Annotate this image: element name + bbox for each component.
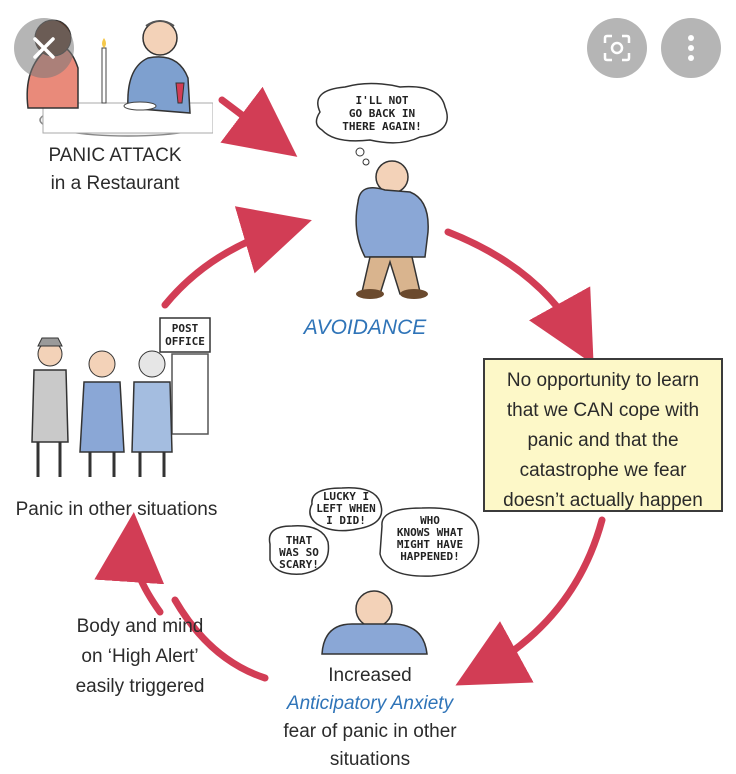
- high-alert-line3: easily triggered: [75, 676, 205, 697]
- arrow-other-to-avoidance: [161, 206, 312, 309]
- panic-attack-subtitle: in a Restaurant: [50, 173, 180, 194]
- other-situations-label: Panic in other situations: [15, 499, 218, 520]
- post-office-sign-line2: OFFICE: [165, 335, 205, 348]
- bubble-lucky-line2: LEFT WHEN: [316, 502, 376, 515]
- box-line-2: that we CAN cope with: [506, 400, 700, 421]
- bubble-who-line4: HAPPENED!: [400, 550, 460, 563]
- no-opportunity-box: No opportunity to learn that we CAN cope…: [483, 358, 723, 512]
- anticipatory-line2: Anticipatory Anxiety: [286, 693, 454, 714]
- avoidance-label: AVOIDANCE: [303, 316, 427, 339]
- lens-icon: [603, 34, 631, 62]
- panic-attack-label: PANIC ATTACK in a Restaurant: [30, 142, 200, 198]
- anticipatory-line4: situations: [329, 749, 411, 770]
- avoidance-bubble-line3: THERE AGAIN!: [342, 120, 421, 133]
- post-office-illustration: POST OFFICE: [31, 317, 211, 477]
- more-vertical-icon: [688, 35, 694, 61]
- bubble-lucky-line3: I DID!: [326, 514, 366, 527]
- arrow-anticipatory-to-highalert: [171, 596, 269, 682]
- arrow-restaurant-to-avoidance: [218, 86, 298, 157]
- post-office-sign-line1: POST: [172, 322, 199, 335]
- bubble-who-line1: WHO: [420, 514, 440, 527]
- anticipatory-label: Increased Anticipatory Anxiety fear of p…: [250, 662, 490, 774]
- arrow-avoidance-to-box: [444, 228, 594, 365]
- bubble-scary-line1: THAT: [286, 534, 313, 547]
- anticipatory-line1: Increased: [328, 665, 412, 686]
- box-line-4: catastrophe we fear: [519, 460, 687, 481]
- close-button[interactable]: [14, 18, 74, 78]
- anticipatory-line3: fear of panic in other: [283, 721, 457, 742]
- avoidance-bubble-line2: GO BACK IN: [349, 107, 415, 120]
- high-alert-line2: on ‘High Alert’: [81, 646, 199, 667]
- bubble-who-line3: MIGHT HAVE: [397, 538, 463, 551]
- box-line-5: doesn’t actually happen: [503, 490, 703, 511]
- bubble-scary-line3: SCARY!: [279, 558, 319, 571]
- bubble-scary-line2: WAS SO: [279, 546, 319, 559]
- arrow-box-to-anticipatory: [455, 516, 606, 686]
- high-alert-line1: Body and mind: [76, 616, 204, 637]
- visual-search-button[interactable]: [587, 18, 647, 78]
- arrow-highalert-to-other: [94, 512, 165, 616]
- panic-attack-title: PANIC ATTACK: [48, 145, 182, 166]
- box-line-3: panic and that the: [527, 430, 679, 451]
- avoidance-bubble-line1: I'LL NOT: [356, 94, 409, 107]
- high-alert-label: Body and mind on ‘High Alert’ easily tri…: [55, 612, 225, 702]
- avoidance-illustration: I'LL NOT GO BACK IN THERE AGAIN!: [315, 82, 448, 299]
- bubble-lucky-line1: LUCKY I: [323, 490, 369, 503]
- more-options-button[interactable]: [661, 18, 721, 78]
- close-icon: [33, 37, 55, 59]
- bubble-who-line2: KNOWS WHAT: [397, 526, 464, 539]
- anticipatory-anxiety-illustration: LUCKY I LEFT WHEN I DID! THAT WAS SO SCA…: [268, 487, 480, 655]
- box-line-1: No opportunity to learn: [506, 370, 700, 391]
